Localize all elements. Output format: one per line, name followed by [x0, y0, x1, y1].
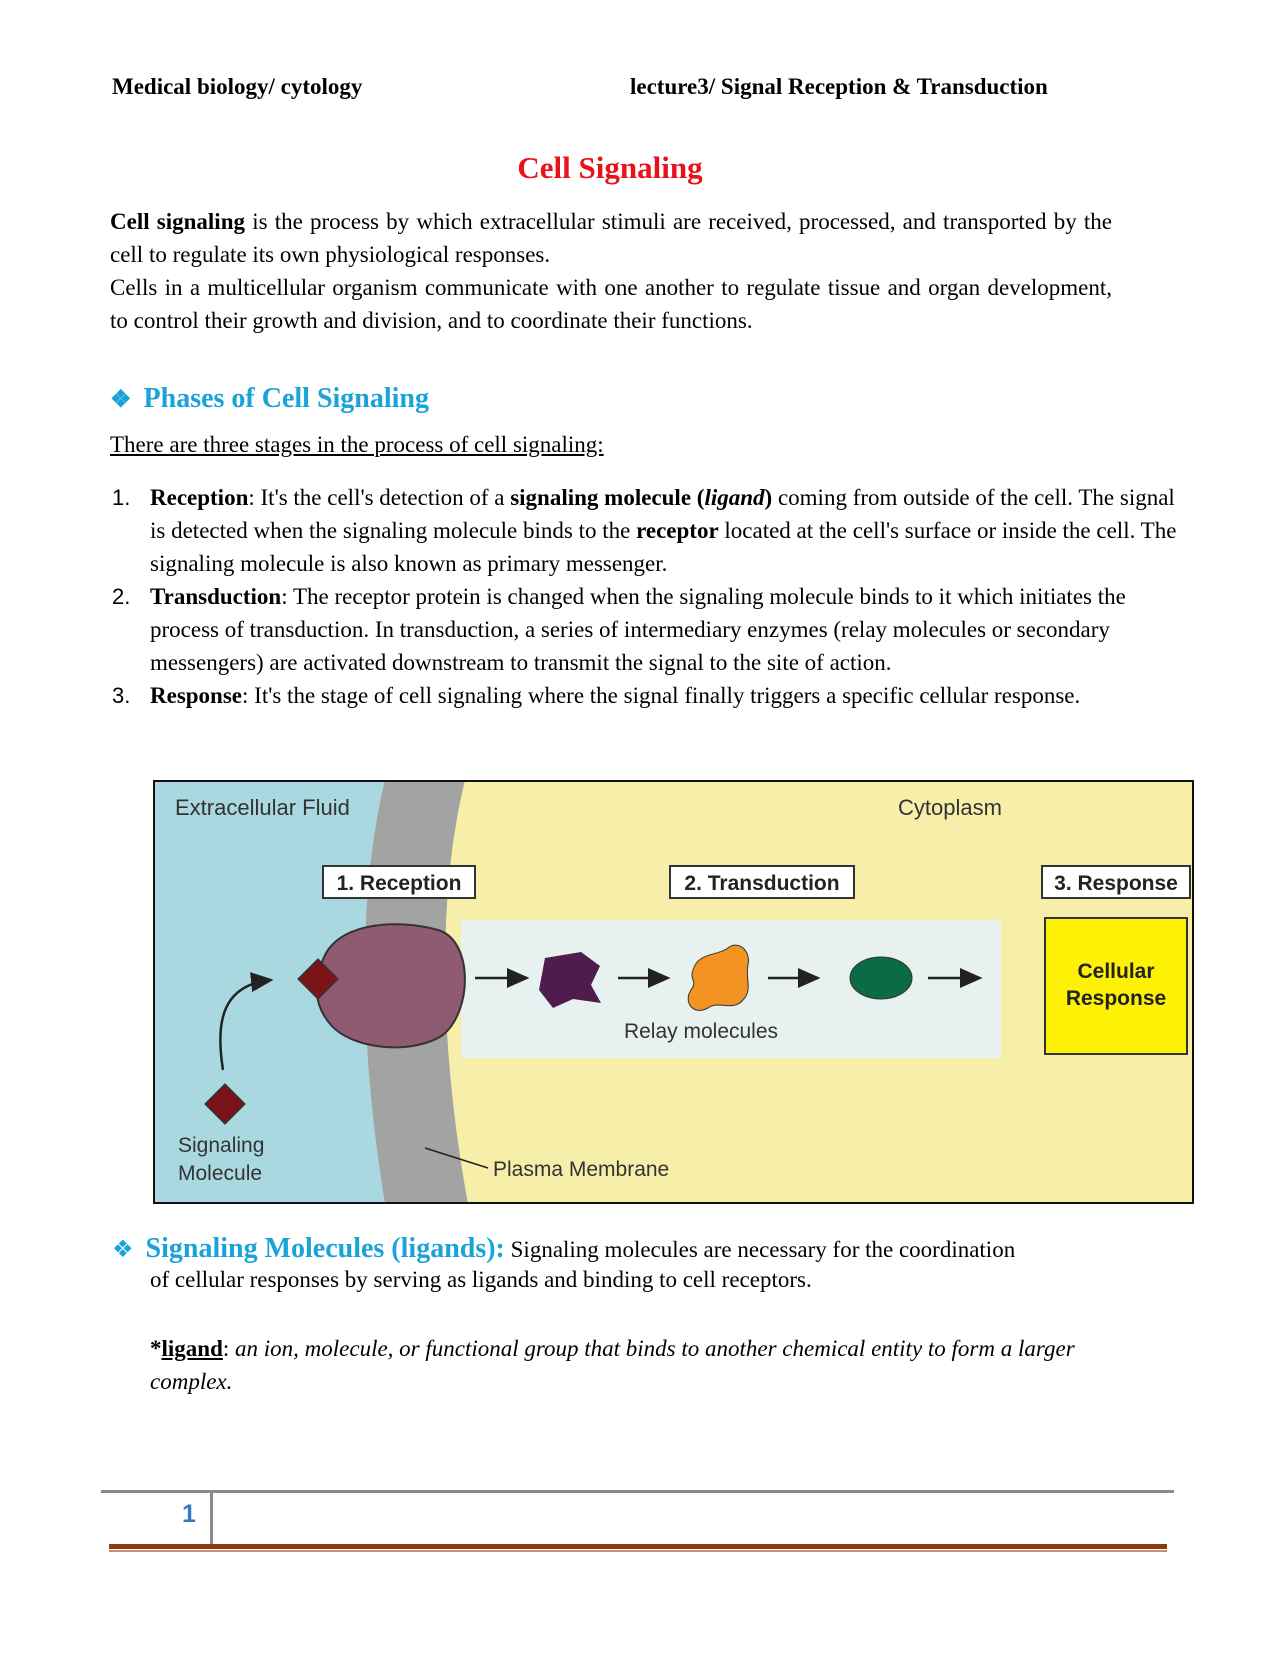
phase-term: Reception: [150, 485, 249, 510]
phase-term: Transduction: [150, 584, 282, 609]
diamond-bullet-icon: ❖: [110, 387, 132, 413]
label-reception: 1. Reception: [337, 872, 462, 895]
page-title: Cell Signaling: [517, 150, 703, 185]
intro-text: is the process by which extracellular st…: [110, 209, 1112, 267]
phases-list: 1. Reception: It's the cell's detection …: [110, 481, 1195, 712]
intro-paragraph-1: Cell signaling is the process by which e…: [110, 205, 1112, 271]
list-item: 2. Transduction: The receptor protein is…: [110, 580, 1195, 679]
ligand-definition: *ligand: an ion, molecule, or functional…: [150, 1332, 1110, 1398]
label-transduction: 2. Transduction: [684, 872, 839, 895]
membrane-pointer: [424, 1147, 489, 1169]
phase-emph-close: ): [764, 485, 773, 510]
label-signaling: Signaling: [178, 1134, 264, 1157]
list-number: 2.: [112, 584, 131, 609]
label-cellular: Cellular: [1077, 960, 1154, 983]
signaling-molecule-shape: [204, 1083, 246, 1125]
phase-text: located at the cell's surface or inside …: [150, 518, 1177, 576]
list-item: 3. Response: It's the stage of cell sign…: [110, 679, 1195, 712]
phase-emph-italic: ligand: [704, 485, 765, 510]
definition-colon: :: [222, 1336, 236, 1361]
relay-molecule-1: [539, 952, 601, 1008]
ligands-text: Signaling molecules are necessary for th…: [504, 1237, 1016, 1262]
definition-text: an ion, molecule, or functional group th…: [150, 1336, 1075, 1394]
section-ligands: ❖ Signaling Molecules (ligands): Signalin…: [112, 1232, 1132, 1267]
definition-term: ligand: [161, 1336, 223, 1361]
page-number: 1: [182, 1500, 196, 1528]
relay-molecule-3: [849, 956, 913, 1000]
phase-emph-receptor: receptor: [636, 518, 719, 543]
label-plasma-membrane: Plasma Membrane: [493, 1158, 669, 1181]
label-relay-molecules: Relay molecules: [624, 1020, 778, 1043]
phase-text: : It's the cell's detection of a: [248, 485, 511, 510]
footer-rule-thin: [109, 1550, 1167, 1552]
cellular-response-box: [1044, 917, 1188, 1055]
label-cytoplasm: Cytoplasm: [898, 795, 1002, 820]
ligand-path-arrow: [219, 972, 274, 1071]
phase-text: : It's the stage of cell signaling where…: [242, 683, 1081, 708]
phases-lead: There are three stages in the process of…: [110, 432, 604, 457]
cell-signaling-diagram: Extracellular Fluid Cytoplasm 1. Recepti…: [153, 780, 1194, 1204]
intro-term: Cell signaling: [110, 209, 245, 234]
bound-ligand: [297, 958, 339, 1000]
section-phases-title: Phases of Cell Signaling: [143, 383, 429, 414]
ligands-text-line2: of cellular responses by serving as liga…: [150, 1267, 812, 1292]
section-ligands-title: Signaling Molecules (ligands):: [145, 1233, 505, 1264]
label-extracellular: Extracellular Fluid: [175, 795, 350, 820]
diamond-bullet-icon: ❖: [112, 1237, 134, 1263]
label-cellular-response: Response: [1066, 987, 1166, 1010]
relay-molecule-2: [687, 944, 749, 1011]
phase-text: coming from outside of the cell. The sig…: [150, 485, 1175, 543]
header-course: Medical biology/ cytology: [112, 74, 363, 99]
receptor-shape: [315, 923, 466, 1049]
list-number: 1.: [112, 485, 131, 510]
definition-star: *: [150, 1336, 162, 1361]
intro-paragraph-2: Cells in a multicellular organism commun…: [110, 275, 1112, 333]
label-molecule: Molecule: [178, 1162, 262, 1185]
footer-rule: [109, 1544, 1167, 1549]
header-lecture: lecture3/ Signal Reception & Transductio…: [630, 74, 1048, 99]
label-response: 3. Response: [1054, 872, 1178, 895]
phase-emph: signaling molecule (: [510, 485, 705, 510]
phase-text: : The receptor protein is changed when t…: [150, 584, 1126, 675]
list-number: 3.: [112, 683, 131, 708]
section-phases-heading: ❖ Phases of Cell Signaling: [110, 383, 429, 415]
footer-separator: [210, 1493, 213, 1544]
footer-divider: [101, 1490, 1174, 1493]
phase-term: Response: [150, 683, 243, 708]
list-item: 1. Reception: It's the cell's detection …: [110, 481, 1195, 580]
